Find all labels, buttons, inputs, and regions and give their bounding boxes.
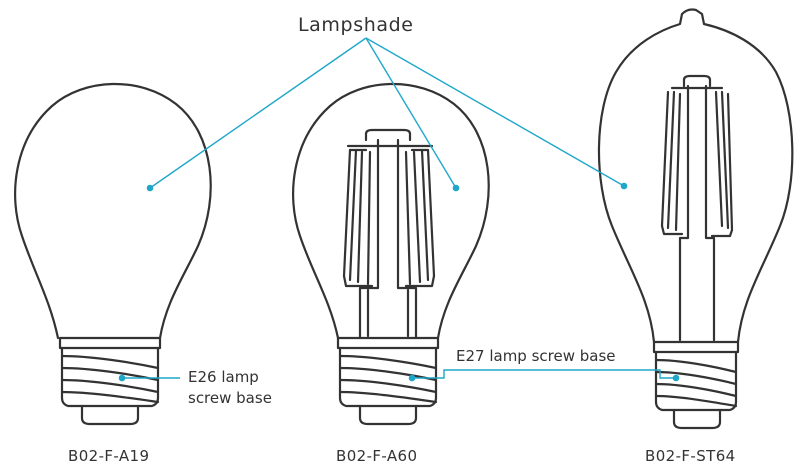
st64-filament-stem — [670, 74, 724, 342]
a60-filaments — [342, 148, 436, 288]
bulb-a60 — [292, 82, 490, 426]
a60-screw-base — [336, 336, 440, 426]
a19-glass — [14, 82, 212, 340]
e26-base-label-line1: E26 lamp — [188, 368, 259, 386]
model-label-a60: B02-F-A60 — [336, 447, 418, 465]
leader-lampshade-a19 — [149, 37, 367, 189]
bulb-a19 — [14, 82, 212, 426]
st64-glass — [597, 8, 794, 344]
a60-filament-stem — [346, 128, 434, 340]
bulb-st64 — [597, 8, 794, 430]
model-label-a19: B02-F-A19 — [68, 447, 150, 465]
st64-screw-base — [652, 340, 740, 430]
a19-screw-base — [58, 336, 162, 426]
e26-base-label-line2: screw base — [188, 389, 272, 407]
a60-glass — [292, 82, 490, 340]
leader-e27 — [412, 369, 676, 379]
st64-filaments — [660, 90, 734, 238]
leader-lampshade-a60 — [365, 37, 457, 189]
model-label-st64: B02-F-ST64 — [645, 447, 736, 465]
lampshade-label: Lampshade — [298, 14, 414, 36]
e27-base-label: E27 lamp screw base — [456, 347, 616, 365]
leader-lampshade-st64 — [365, 37, 625, 187]
